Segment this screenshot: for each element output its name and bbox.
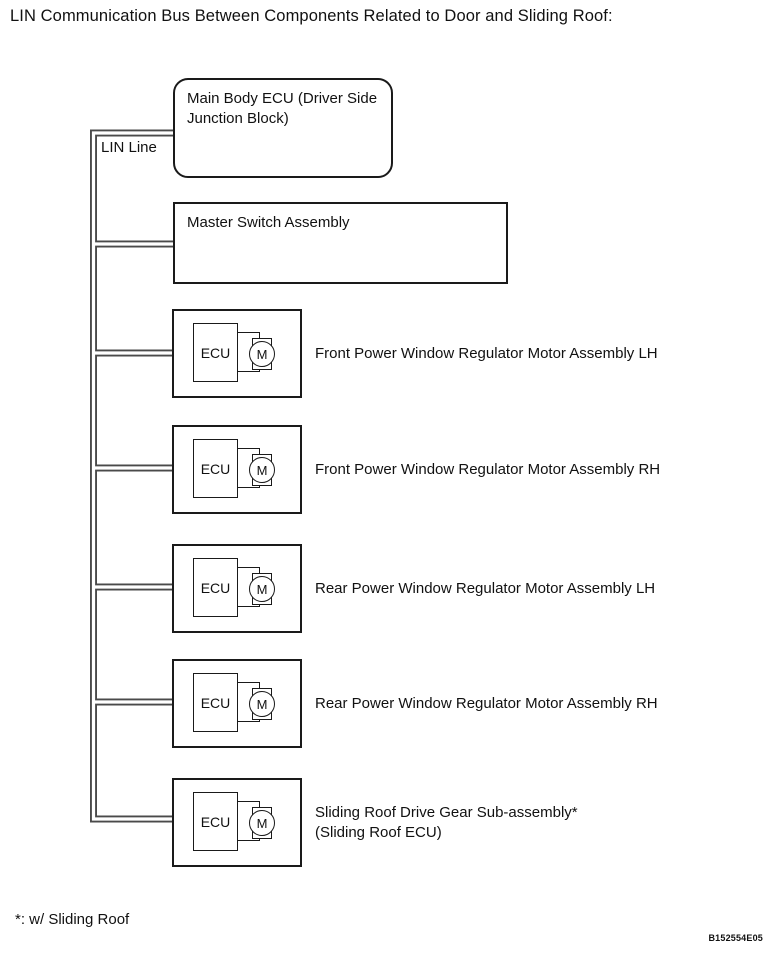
- motor-icon: M: [249, 810, 275, 836]
- ecu-box: ECU: [193, 558, 238, 617]
- lin-line-label: LIN Line: [101, 139, 157, 156]
- motor-unit-front-lh-label: Front Power Window Regulator Motor Assem…: [315, 309, 755, 398]
- node-master-switch: Master Switch Assembly: [173, 202, 508, 284]
- motor-unit-front-rh-label: Front Power Window Regulator Motor Assem…: [315, 425, 755, 514]
- label-text-line2: (Sliding Roof ECU): [315, 823, 442, 841]
- node-master-switch-label: Master Switch Assembly: [187, 214, 350, 231]
- bus-line-outline: [90, 129, 177, 823]
- label-text: Front Power Window Regulator Motor Assem…: [315, 460, 661, 478]
- label-text: Rear Power Window Regulator Motor Assemb…: [315, 579, 656, 597]
- label-text: Front Power Window Regulator Motor Assem…: [315, 344, 658, 362]
- motor-unit-rear-lh-label: Rear Power Window Regulator Motor Assemb…: [315, 544, 755, 633]
- ecu-box: ECU: [193, 323, 238, 382]
- ecu-box: ECU: [193, 439, 238, 498]
- ecu-box: ECU: [193, 792, 238, 851]
- bus-line-core: [91, 131, 177, 821]
- label-text-line1: Sliding Roof Drive Gear Sub-assembly*: [315, 803, 578, 821]
- figure-code: B152554E05: [708, 933, 763, 943]
- motor-icon: M: [249, 457, 275, 483]
- motor-unit-sliding-roof: ECU M: [172, 778, 302, 867]
- motor-icon: M: [249, 691, 275, 717]
- footnote: *: w/ Sliding Roof: [15, 911, 130, 928]
- motor-icon: M: [249, 576, 275, 602]
- diagram-title: LIN Communication Bus Between Components…: [10, 7, 613, 25]
- motor-unit-front-lh: ECU M: [172, 309, 302, 398]
- motor-icon: M: [249, 341, 275, 367]
- motor-unit-front-rh: ECU M: [172, 425, 302, 514]
- motor-unit-rear-rh: ECU M: [172, 659, 302, 748]
- motor-unit-rear-lh: ECU M: [172, 544, 302, 633]
- motor-unit-rear-rh-label: Rear Power Window Regulator Motor Assemb…: [315, 659, 755, 748]
- node-main-body-ecu: Main Body ECU (Driver Side Junction Bloc…: [173, 78, 393, 178]
- ecu-box: ECU: [193, 673, 238, 732]
- label-text: Rear Power Window Regulator Motor Assemb…: [315, 694, 658, 712]
- motor-unit-sliding-roof-label: Sliding Roof Drive Gear Sub-assembly* (S…: [315, 778, 755, 867]
- node-main-body-ecu-label: Main Body ECU (Driver Side Junction Bloc…: [187, 90, 378, 127]
